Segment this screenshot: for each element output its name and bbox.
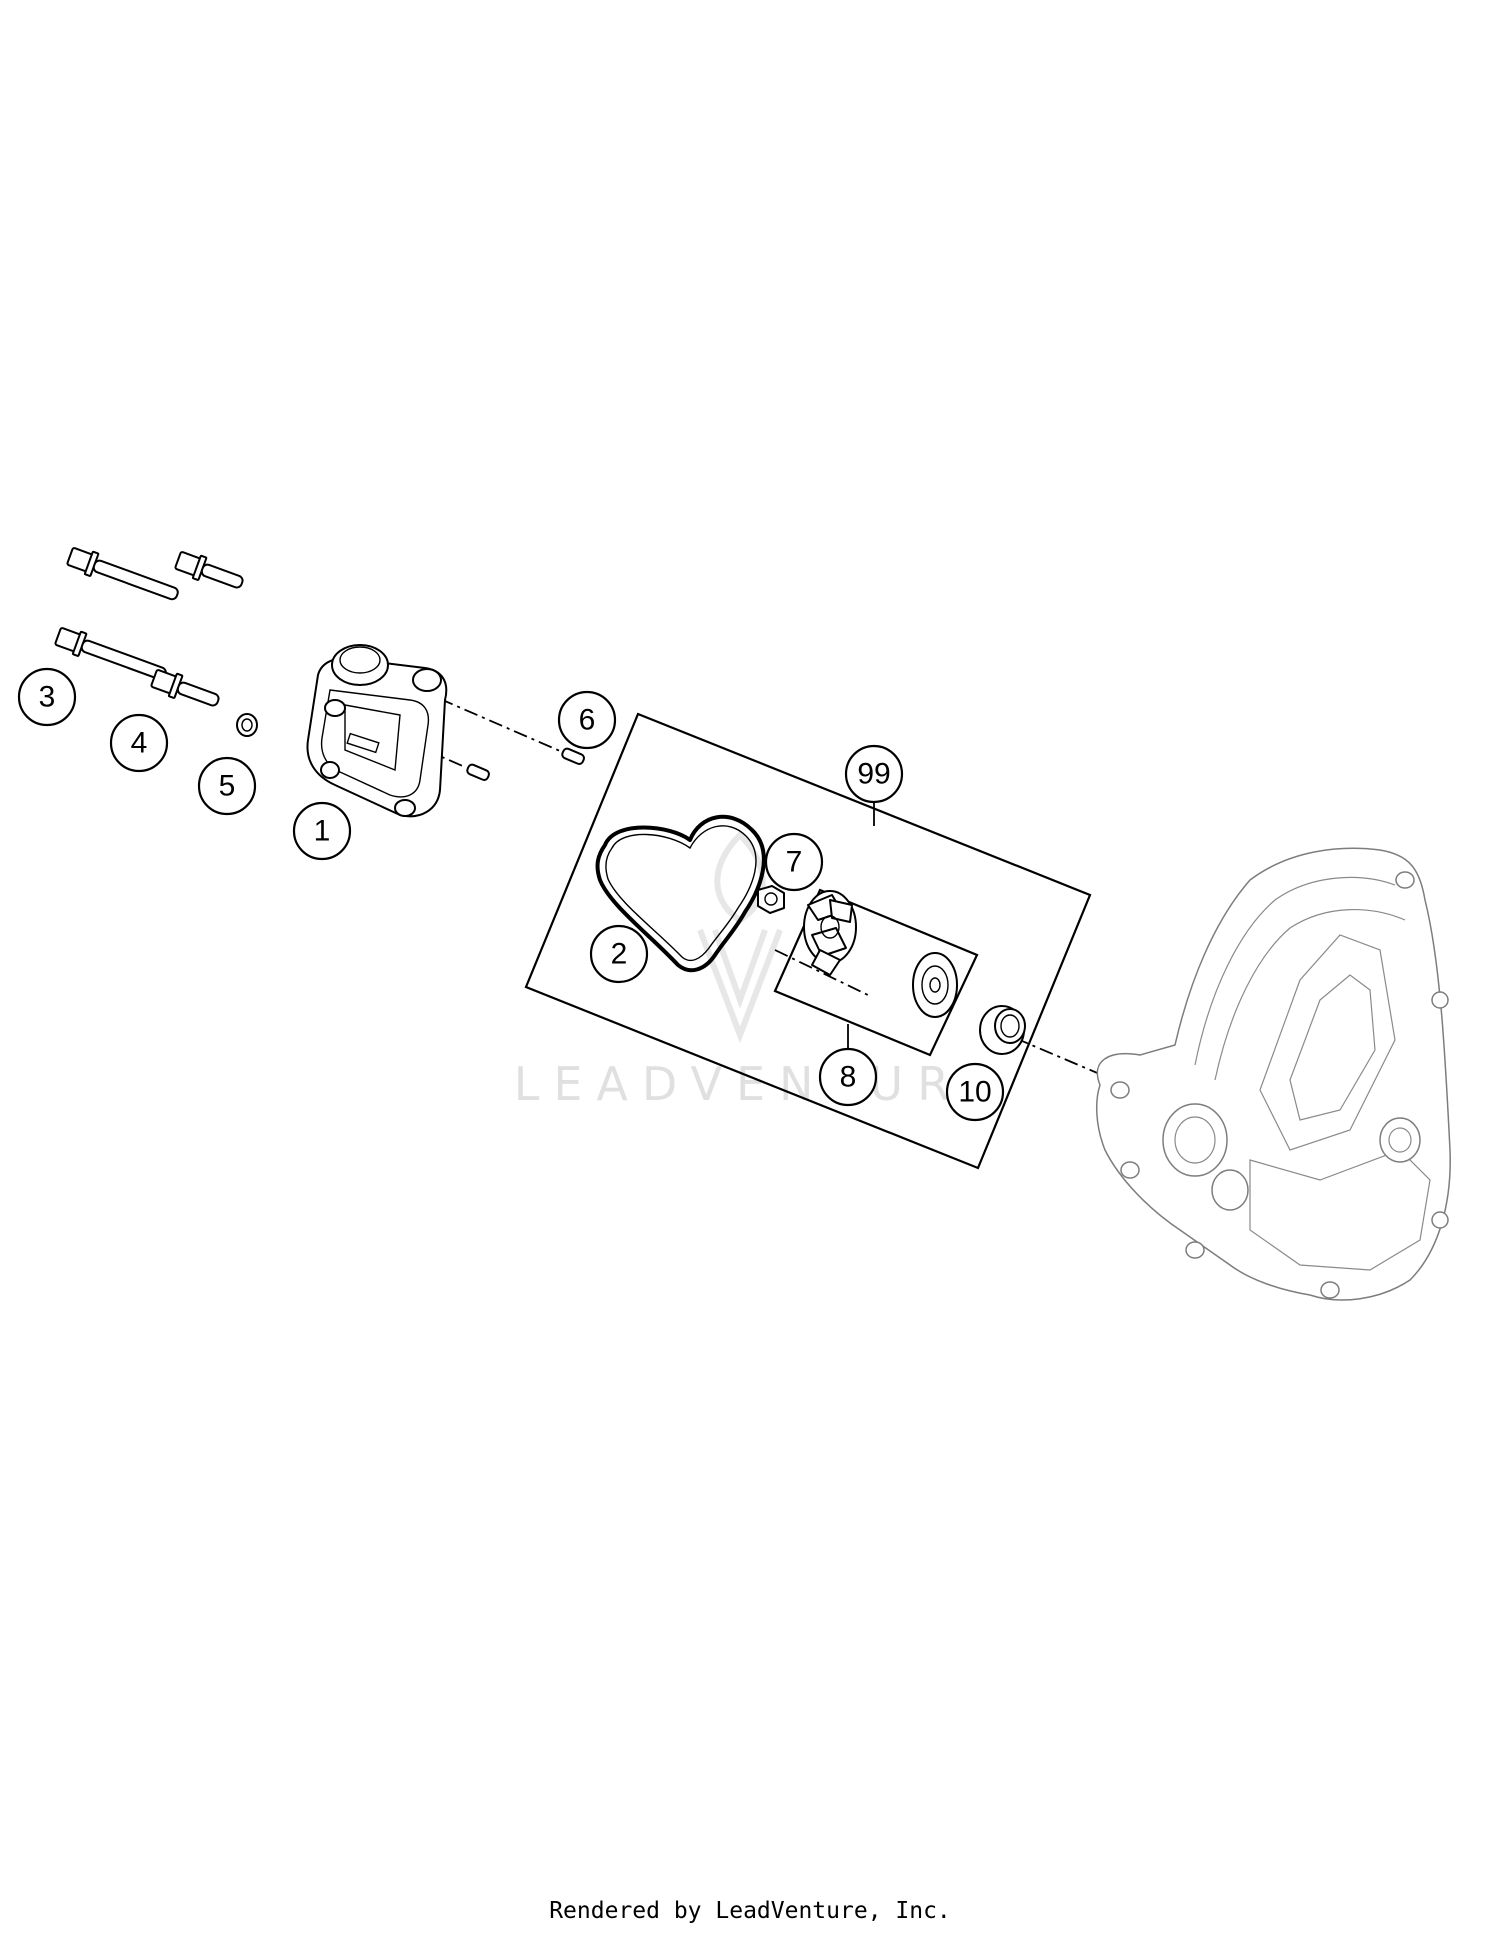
bolt-long-top: [66, 547, 179, 601]
watermark: LEADVENTURE: [514, 830, 1007, 1111]
callout-10: 10: [945, 1062, 1005, 1122]
kit-box-8: [773, 888, 979, 1057]
footer-credit: Rendered by LeadVenture, Inc.: [549, 1898, 951, 1924]
callout-8: 8: [818, 1047, 878, 1107]
callout-label: 10: [958, 1076, 991, 1109]
bolt-short-bottom: [150, 669, 220, 707]
clutch-cover: [1095, 847, 1451, 1301]
axis-line-impeller: [774, 949, 871, 997]
callout-99: 99: [844, 744, 904, 804]
callout-label: 5: [219, 770, 236, 803]
callout-5: 5: [197, 756, 257, 816]
bolt-short-top: [174, 551, 244, 589]
pump-shaft-disc: [912, 952, 958, 1018]
callout-label: 7: [786, 846, 803, 879]
bolt-long-bottom: [54, 627, 167, 681]
callout-2: 2: [589, 924, 649, 984]
kit-box-99: [524, 712, 1092, 1170]
callout-1: 1: [292, 801, 352, 861]
callout-label: 2: [611, 938, 628, 971]
o-ring-gasket: [595, 814, 766, 973]
water-pump-cover: [306, 644, 448, 818]
shaft-seal: [979, 1005, 1026, 1055]
callout-label: 99: [857, 758, 890, 791]
washer: [236, 713, 258, 737]
callout-label: 8: [840, 1061, 857, 1094]
callout-7: 7: [764, 832, 824, 892]
callout-label: 1: [314, 815, 331, 848]
impeller: [803, 890, 857, 976]
callout-4: 4: [109, 713, 169, 773]
callout-label: 6: [579, 704, 596, 737]
callout-label: 3: [39, 681, 56, 714]
watermark-text: LEADVENTURE: [514, 1057, 1007, 1111]
axis-line-seal: [1014, 1037, 1103, 1076]
dowel-pin-top: [561, 747, 585, 765]
impeller-nut: [757, 885, 785, 914]
callout-6: 6: [557, 690, 617, 750]
dowel-pin-bottom: [466, 763, 490, 781]
callout-label: 4: [131, 727, 148, 760]
callout-3: 3: [17, 667, 77, 727]
